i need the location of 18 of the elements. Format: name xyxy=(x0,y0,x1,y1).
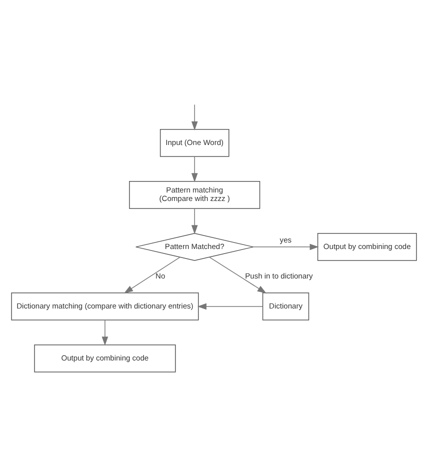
node-box: Dictionary xyxy=(262,292,310,320)
node-diamond: Pattern Matched? xyxy=(135,232,254,261)
node-box: Dictionary matching (compare with dictionary entries) xyxy=(11,292,199,320)
arrow xyxy=(197,303,263,310)
arrow xyxy=(124,256,180,294)
arrow xyxy=(191,156,198,182)
arrow xyxy=(209,256,266,294)
node-box: Output by combining code xyxy=(34,344,176,372)
edge-label: Push in to dictionary xyxy=(245,272,313,281)
node-box: Pattern matching (Compare with zzzz ) xyxy=(129,181,260,209)
arrow xyxy=(102,320,108,346)
node-box: Input (One Word) xyxy=(160,129,230,157)
arrow xyxy=(191,208,198,234)
node-box: Output by combining code xyxy=(317,233,417,261)
edge-label: yes xyxy=(280,235,292,244)
arrow xyxy=(253,244,319,250)
arrow xyxy=(191,104,198,130)
edge-label: No xyxy=(156,272,166,281)
